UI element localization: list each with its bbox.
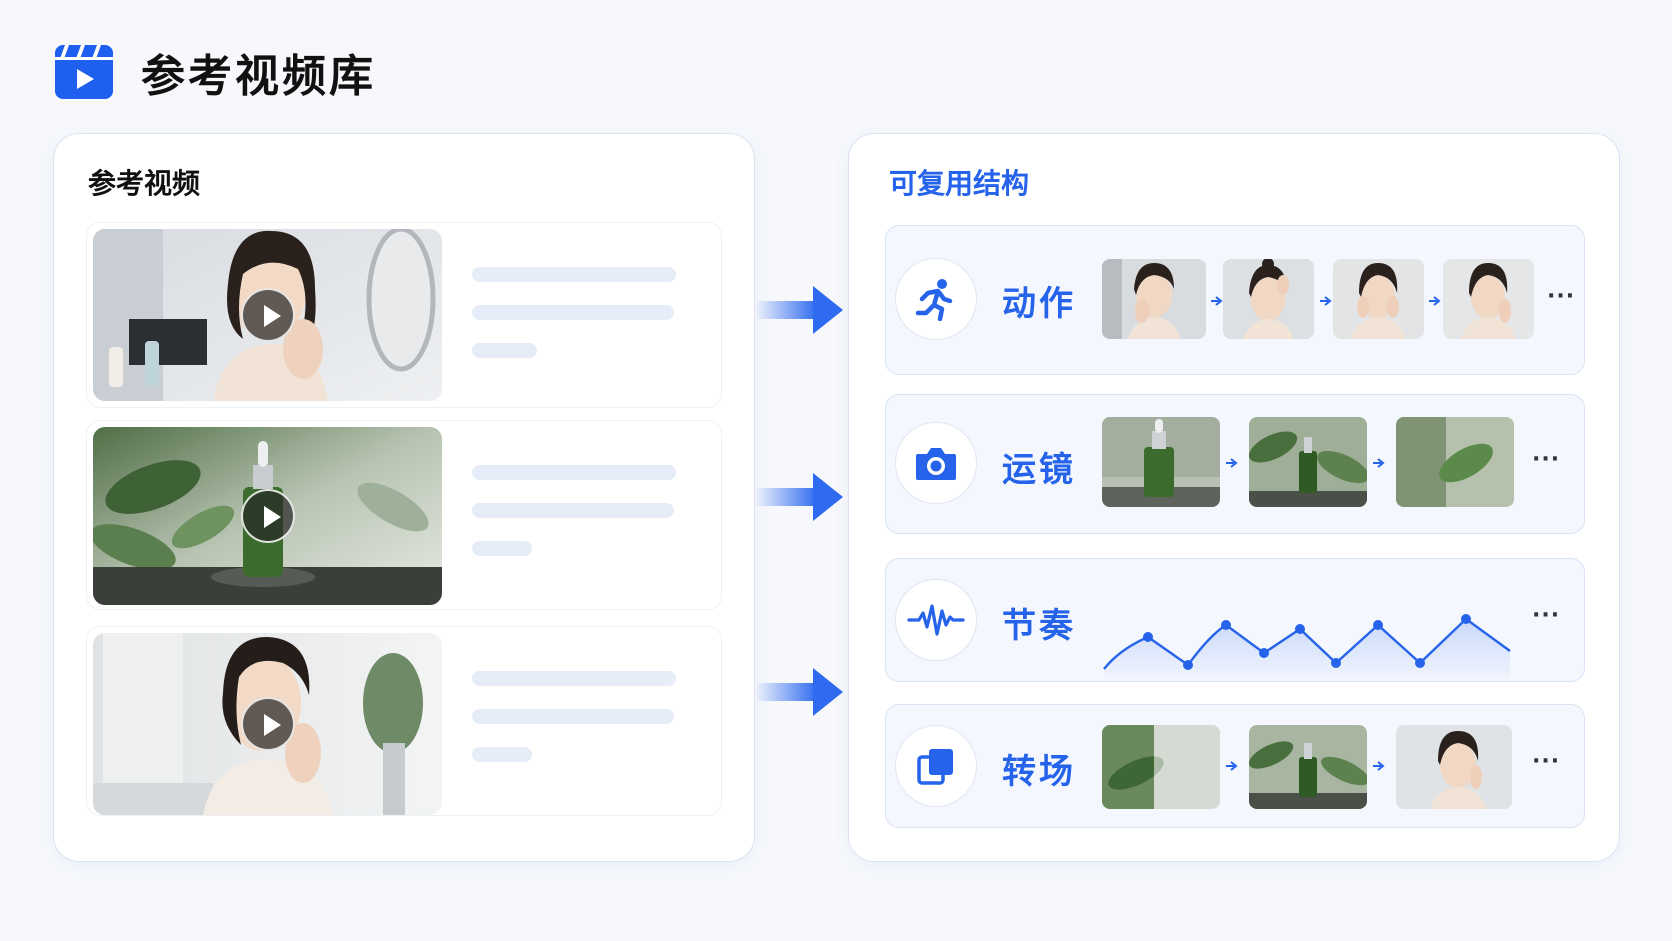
structure-row-camera[interactable]: 运镜 ···: [885, 394, 1585, 534]
frame-thumbnail: [1223, 259, 1314, 339]
row-label: 动作: [1002, 284, 1076, 324]
structure-row-rhythm[interactable]: 节奏 ···: [885, 558, 1585, 682]
play-icon[interactable]: [240, 288, 295, 342]
sequence-arrow: [1373, 458, 1385, 468]
page-header: 参考视频库: [55, 44, 376, 102]
text-placeholder: [472, 305, 674, 320]
video-thumbnail[interactable]: [93, 229, 442, 401]
video-library-icon: [55, 45, 113, 99]
video-thumbnail[interactable]: [93, 633, 442, 815]
frame-thumbnail: [1249, 725, 1367, 809]
more-indicator: ···: [1532, 749, 1561, 774]
frame-thumbnail: [1102, 417, 1220, 507]
flow-arrow: [757, 473, 843, 521]
waveform-icon: [895, 579, 977, 661]
sequence-arrow: [1226, 458, 1238, 468]
sequence-arrow: [1320, 296, 1332, 306]
video-card[interactable]: [86, 626, 722, 816]
panel-title: 参考视频: [88, 167, 201, 200]
page-title: 参考视频库: [141, 51, 376, 102]
video-card[interactable]: [86, 420, 722, 610]
rhythm-wave: [1103, 614, 1511, 679]
reference-video-panel: 参考视频: [53, 133, 755, 862]
text-placeholder: [472, 343, 537, 358]
sequence-arrow: [1429, 296, 1441, 306]
frame-thumbnail: [1333, 259, 1424, 339]
sequence-arrow: [1211, 296, 1223, 306]
row-label: 转场: [1002, 752, 1076, 792]
video-thumbnail[interactable]: [93, 427, 442, 605]
flow-arrow: [757, 286, 843, 334]
panel-title: 可复用结构: [889, 167, 1030, 200]
reusable-structure-panel: 可复用结构 动作 ···: [848, 133, 1620, 862]
transition-icon: [895, 725, 977, 807]
text-placeholder: [472, 671, 676, 686]
more-indicator: ···: [1532, 447, 1561, 472]
more-indicator: ···: [1532, 603, 1561, 628]
row-label: 节奏: [1002, 606, 1076, 646]
text-placeholder: [472, 503, 674, 518]
text-placeholder: [472, 747, 532, 762]
sequence-arrow: [1226, 761, 1238, 771]
play-icon[interactable]: [240, 697, 295, 751]
frame-thumbnail: [1102, 259, 1206, 339]
frame-thumbnail: [1396, 417, 1514, 507]
more-indicator: ···: [1547, 284, 1576, 309]
frame-thumbnail: [1249, 417, 1367, 507]
play-icon[interactable]: [240, 489, 295, 543]
running-person-icon: [895, 258, 977, 340]
frame-thumbnail: [1396, 725, 1512, 809]
video-card[interactable]: [86, 222, 722, 408]
frame-thumbnail: [1102, 725, 1220, 809]
structure-row-transition[interactable]: 转场 ···: [885, 704, 1585, 828]
text-placeholder: [472, 465, 676, 480]
row-label: 运镜: [1002, 450, 1076, 490]
sequence-arrow: [1373, 761, 1385, 771]
frame-thumbnail: [1443, 259, 1534, 339]
text-placeholder: [472, 267, 676, 282]
structure-row-action[interactable]: 动作 ···: [885, 225, 1585, 375]
flow-arrow: [757, 668, 843, 716]
text-placeholder: [472, 541, 532, 556]
text-placeholder: [472, 709, 674, 724]
camera-icon: [895, 422, 977, 504]
